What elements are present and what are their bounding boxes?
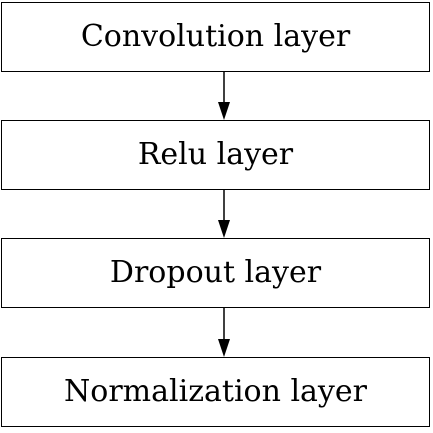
edge-arrow: [218, 190, 230, 238]
node-convolution-layer: Convolution layer: [1, 2, 430, 72]
node-label: Dropout layer: [109, 255, 322, 290]
edge-arrow: [218, 72, 230, 120]
node-dropout-layer: Dropout layer: [1, 238, 430, 308]
node-label: Convolution layer: [80, 19, 351, 54]
node-relu-layer: Relu layer: [1, 120, 430, 190]
edge-arrow: [218, 308, 230, 357]
node-label: Relu layer: [137, 137, 294, 172]
node-label: Normalization layer: [64, 374, 367, 409]
node-normalization-layer: Normalization layer: [1, 357, 430, 427]
